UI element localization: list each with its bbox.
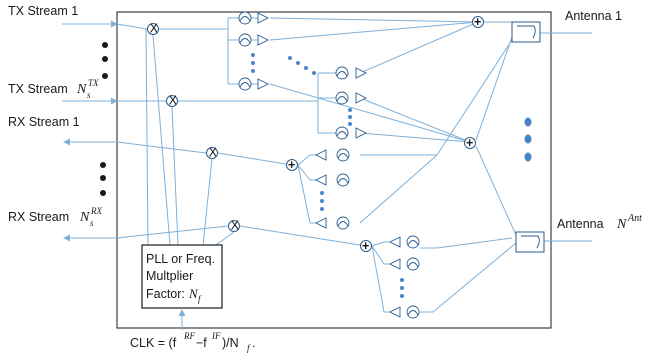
mixer-tx-n: X [166, 94, 178, 108]
svg-text:N: N [616, 217, 627, 232]
combiner-rx-1: + [286, 158, 298, 172]
svg-text:N: N [76, 82, 87, 97]
antenna-ellipsis [524, 117, 532, 162]
rx-stream-n-label: RX Stream N s RX [8, 206, 102, 228]
svg-text:f: f [198, 294, 202, 304]
svg-text:)/N: )/N [222, 336, 239, 350]
rx-stream-ellipsis [100, 162, 106, 196]
svg-text:+: + [466, 136, 473, 150]
svg-text:RF: RF [183, 331, 195, 341]
antenna-1-switch [511, 21, 541, 43]
svg-text:+: + [288, 158, 295, 172]
svg-text:s: s [90, 218, 94, 228]
mixer-rx-n: X [228, 219, 240, 233]
tx-stream-ellipsis [102, 42, 108, 79]
rx-stream-1-label: RX Stream 1 [8, 115, 80, 129]
combiner-antenna-1: + [472, 15, 484, 29]
svg-text:N: N [79, 210, 90, 225]
svg-text:TX: TX [88, 78, 99, 88]
svg-text:IF: IF [211, 331, 221, 341]
tx-stream-n-label: TX Stream N s TX [8, 78, 99, 100]
tx-groups-ellipsis [288, 56, 316, 75]
svg-text:PLL or Freq.: PLL or Freq. [146, 252, 215, 266]
rx-group-1-chain [314, 148, 350, 230]
svg-text:−f: −f [196, 336, 207, 350]
svg-text:.: . [252, 336, 255, 350]
mixer-rx-1: X [206, 146, 218, 160]
mixer-tx-1: X [147, 22, 159, 36]
antenna-1-label: Antenna 1 [565, 9, 622, 23]
tx-group-2-chain [335, 66, 368, 140]
svg-text:Ant: Ant [627, 213, 642, 224]
svg-text:f: f [247, 343, 251, 353]
svg-text:TX Stream: TX Stream [8, 82, 68, 96]
svg-text:RX Stream: RX Stream [8, 210, 69, 224]
combiner-antenna-n: + [464, 136, 476, 150]
svg-text:N: N [188, 286, 199, 301]
svg-text:X: X [231, 219, 240, 233]
svg-text:X: X [150, 22, 159, 36]
transceiver-enclosure [116, 11, 552, 329]
rx-group-2-chain [388, 235, 420, 319]
svg-text:s: s [87, 90, 91, 100]
svg-text:+: + [362, 239, 369, 253]
antenna-n-label: Antenna N Ant [557, 213, 642, 232]
tx-stream-1-label: TX Stream 1 [8, 4, 78, 18]
svg-text:X: X [209, 146, 218, 160]
antenna-n-switch [515, 231, 545, 253]
pll-block: PLL or Freq. Multplier Factor: N f [141, 244, 223, 309]
svg-text:RX: RX [90, 206, 102, 216]
svg-text:X: X [169, 94, 178, 108]
svg-text:Factor:: Factor: [146, 287, 185, 301]
svg-text:Multplier: Multplier [146, 269, 193, 283]
svg-text:Antenna: Antenna [557, 217, 604, 231]
tx-group-1-chain [238, 11, 270, 91]
svg-text:CLK = (f: CLK = (f [130, 336, 177, 350]
svg-text:+: + [474, 15, 481, 29]
combiner-rx-n: + [360, 239, 372, 253]
clk-equation: CLK = (f RF −f IF )/N f . [130, 331, 255, 353]
